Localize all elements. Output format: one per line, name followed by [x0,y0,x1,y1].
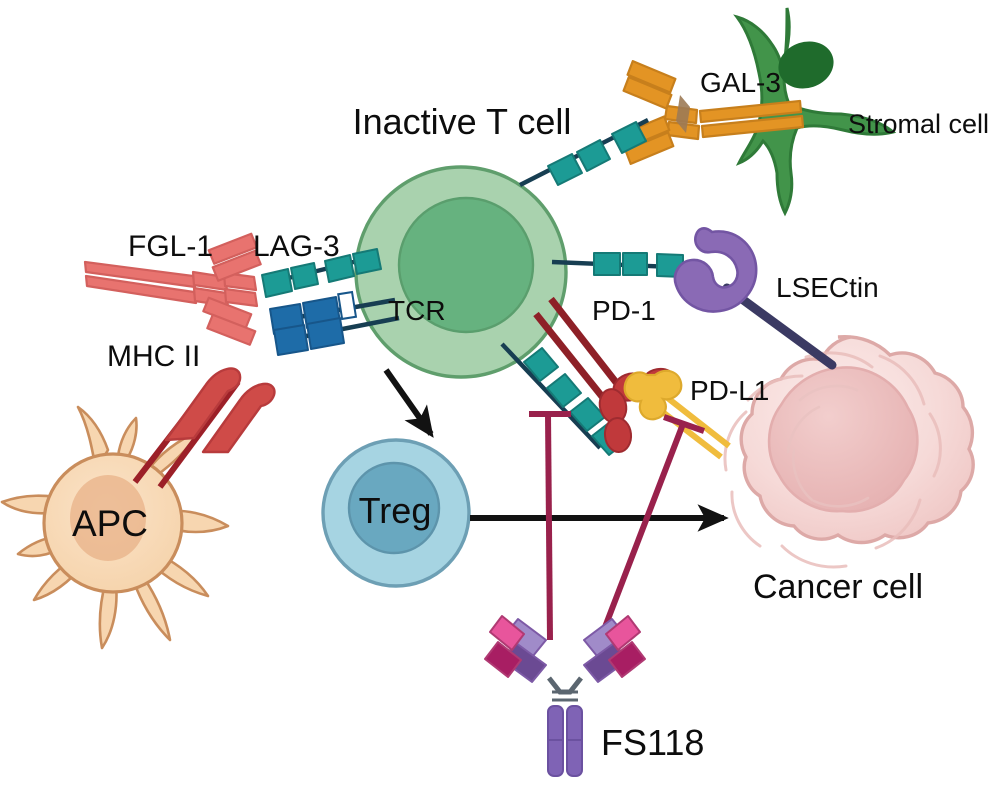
lsectin-molecule: LSECtin [673,227,879,370]
lag3-receptor-lsectin [551,252,699,278]
inactive-t-cell: Inactive T cell [353,101,572,379]
tcr-receptor: TCR [269,290,446,356]
apc-label: APC [72,503,148,544]
pd1-label: PD-1 [592,295,656,326]
gal3-label: GAL-3 [700,67,781,98]
treg-cell: Treg [321,438,471,588]
fgl1-molecule: FGL-1 [83,230,262,346]
mhc2-molecule: MHC II [107,340,276,489]
t-cell-label: Inactive T cell [353,101,572,142]
mhc2-label: MHC II [107,340,200,373]
fs118-label: FS118 [601,722,704,763]
lsectin-label: LSECtin [776,272,879,303]
stromal-cell: Stromal cell [733,7,989,217]
tcr-label: TCR [388,295,446,326]
fs118-blocks-lag3-bar [529,411,571,641]
pdl1-label: PD-L1 [690,375,769,406]
fs118-blocks-pdl1-bar [597,414,705,642]
cancer-cell-label: Cancer cell [753,568,923,606]
apc-cell: APC [0,405,230,650]
stromal-cell-nucleus [778,41,834,89]
lag3-receptor-fgl1: LAG-3 [253,230,382,298]
apc-nucleus [70,475,146,561]
stromal-cell-label: Stromal cell [848,109,989,139]
lag3-label: LAG-3 [253,230,340,263]
fgl1-label: FGL-1 [128,230,213,263]
fs118-antibody: FS118 [484,615,704,777]
lag3-receptor-blocked [500,342,628,456]
t-cell-nucleus [397,196,535,334]
treg-nucleus [347,461,441,555]
treg-label: Treg [359,490,432,531]
lag3-receptor-gal3 [519,118,649,187]
pdl1-molecule: PD-L1 [623,369,769,460]
gal3-molecule: GAL-3 [620,60,805,165]
cancer-cell: Cancer cell [723,335,975,606]
t-cell-to-treg-arrow [383,368,434,438]
